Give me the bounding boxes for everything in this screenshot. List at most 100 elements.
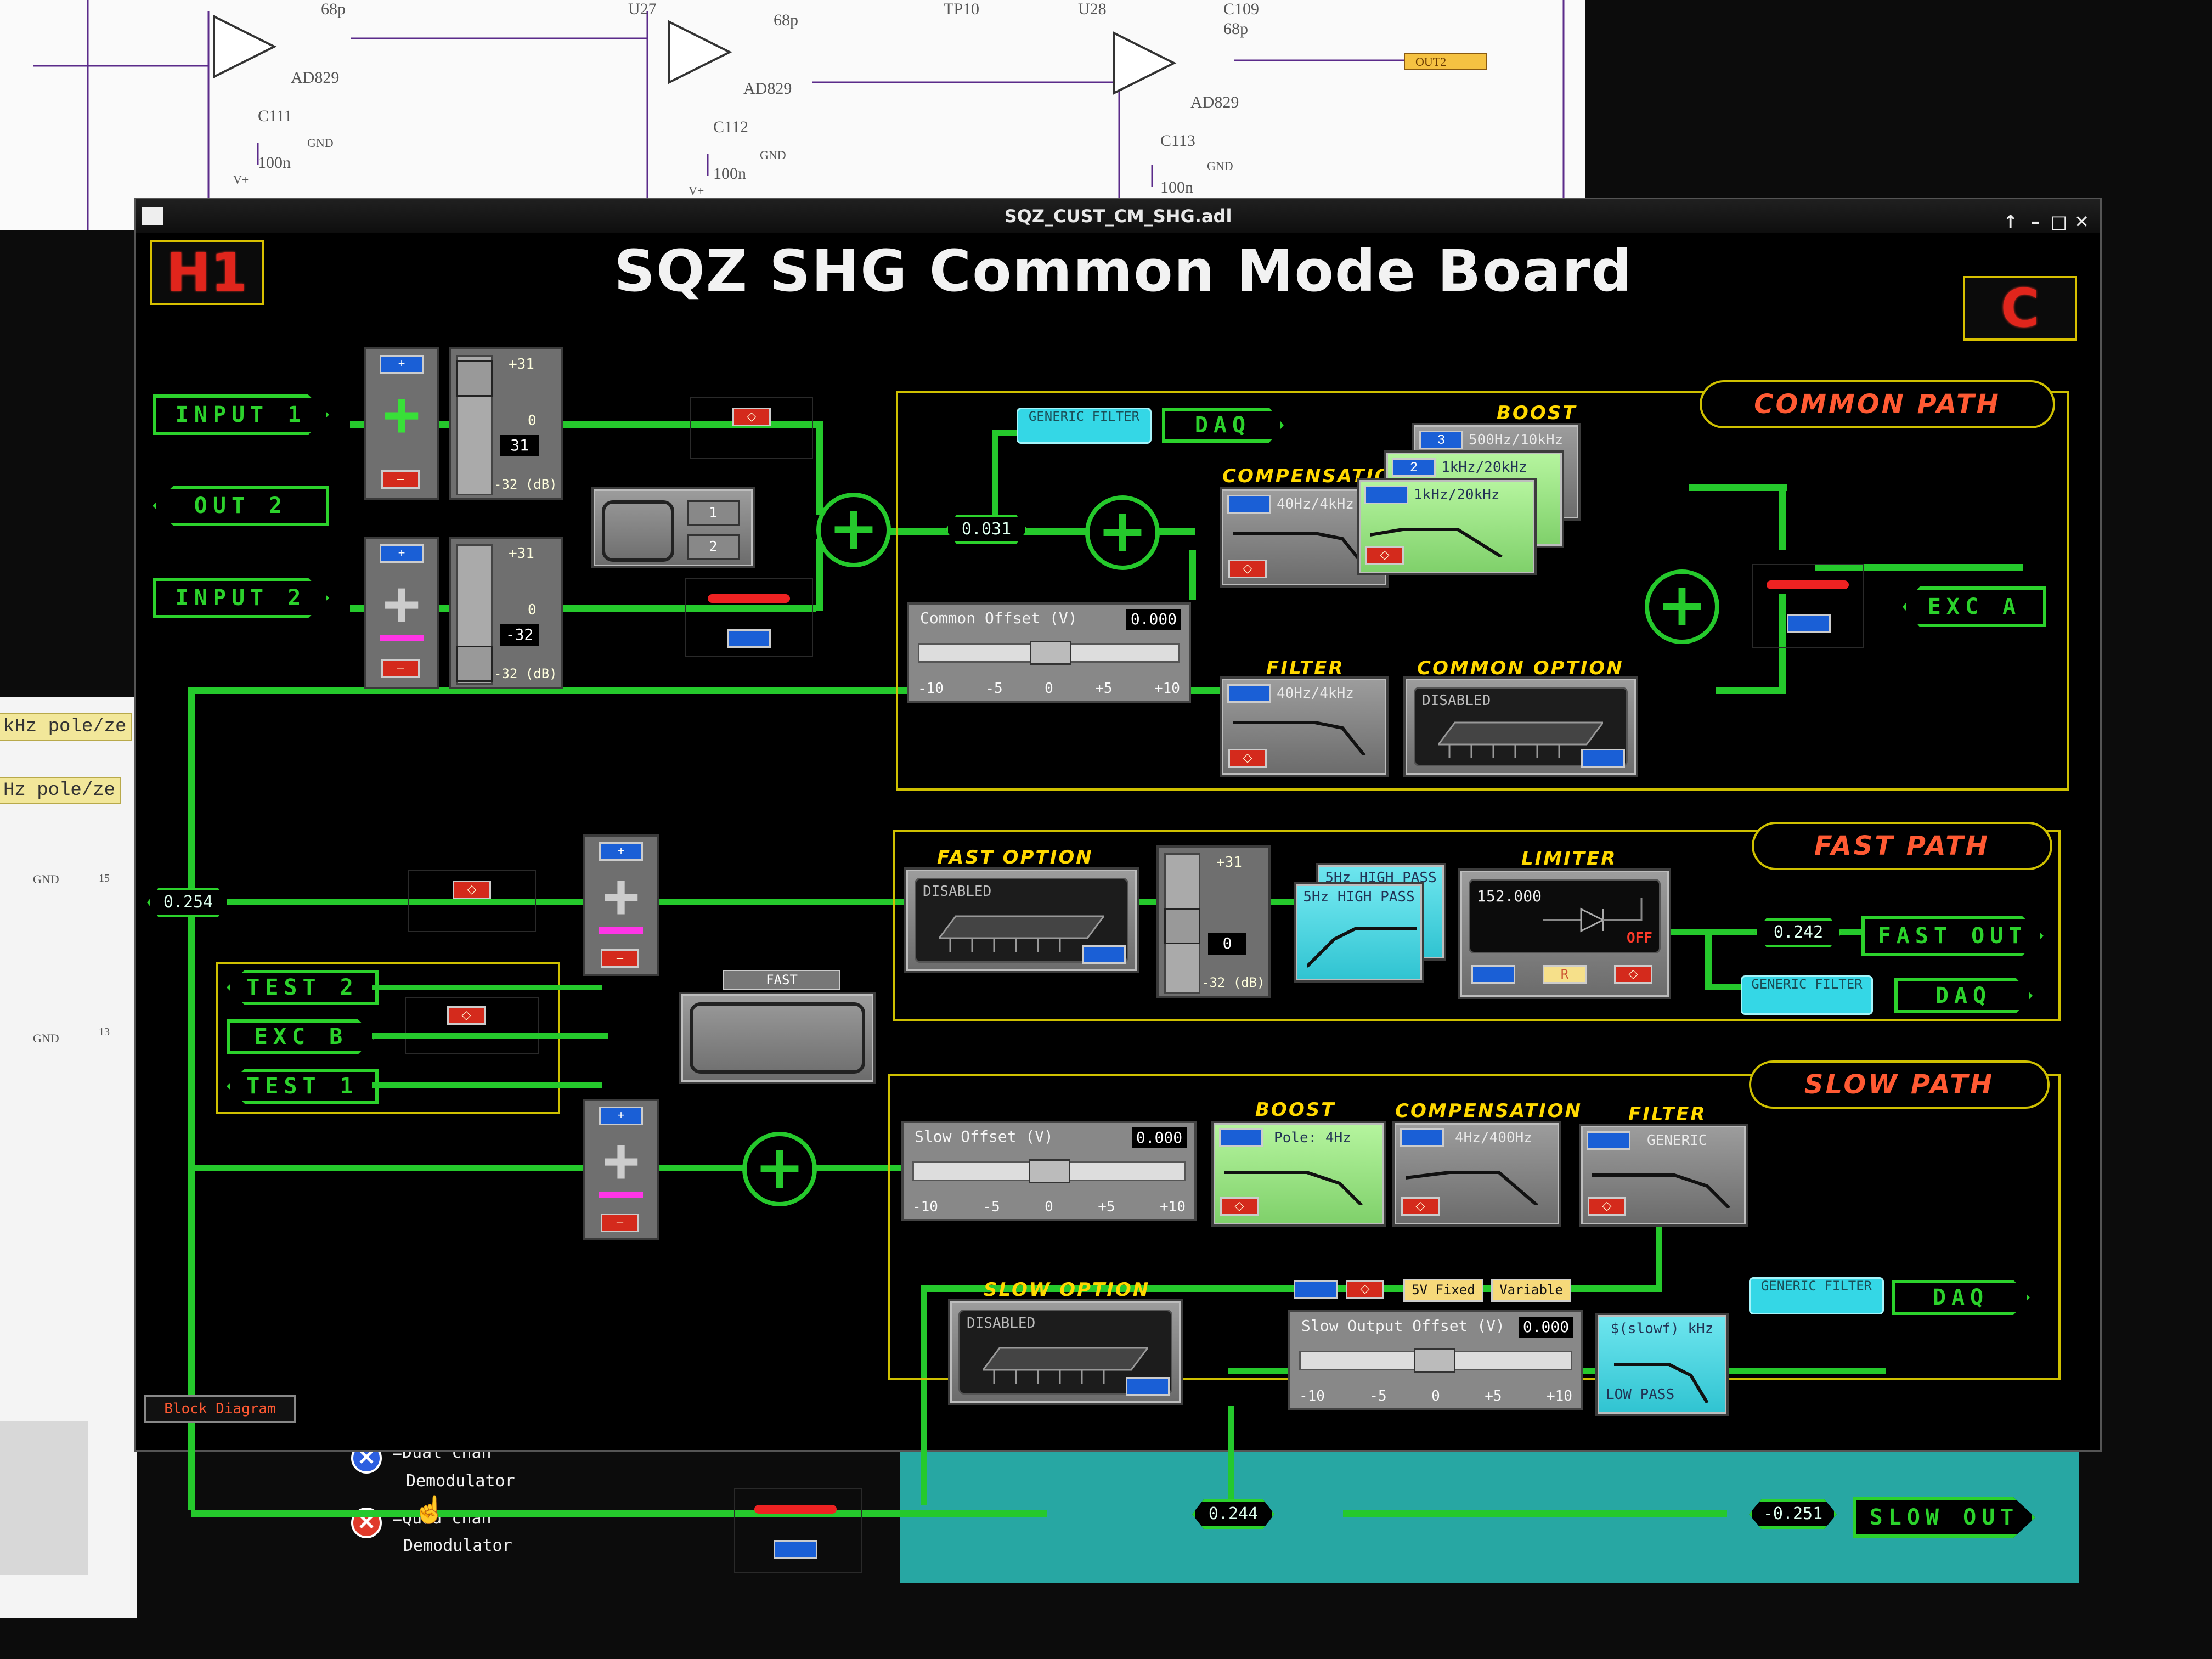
filter-toggle-button[interactable]: ◇: [1220, 1197, 1259, 1216]
limiter-module[interactable]: 152.000 OFF R ◇: [1458, 868, 1671, 999]
filter-toggle-button[interactable]: ◇: [1401, 1197, 1440, 1216]
exc-b-enable-button[interactable]: ◇: [447, 1006, 486, 1025]
option-enable-button[interactable]: [1082, 945, 1126, 964]
maximize-icon[interactable]: □: [2050, 211, 2067, 232]
lowpass-curve-icon: [1233, 532, 1366, 566]
option-enable-button[interactable]: [1581, 749, 1625, 768]
switch-2-button[interactable]: 2: [687, 534, 740, 560]
boost-stage-1[interactable]: 1kHz/20kHz ◇: [1357, 478, 1537, 575]
slider-knob[interactable]: [456, 646, 493, 682]
fast-switch-label[interactable]: FAST: [723, 970, 840, 990]
option-enable-button[interactable]: [1126, 1377, 1170, 1396]
window-menu-icon[interactable]: [142, 207, 163, 225]
slow-output-toggle-button[interactable]: ◇: [1346, 1280, 1384, 1299]
slow-output-offset-control[interactable]: Slow Output Offset (V) 0.000 -10 -5 0 +5…: [1288, 1310, 1583, 1410]
common-generic-filter[interactable]: GENERIC FILTER: [1017, 408, 1152, 444]
limiter-on-button[interactable]: [1471, 965, 1515, 984]
boost-stage-number[interactable]: [1364, 486, 1408, 504]
input1-enable-button[interactable]: ◇: [732, 408, 771, 426]
filter-on-button[interactable]: [1400, 1128, 1444, 1147]
input1-plus-button[interactable]: +: [380, 355, 424, 374]
common-offset-control[interactable]: Common Offset (V) 0.000 -10 -5 0 +5 +10: [907, 602, 1191, 703]
exc-b-label[interactable]: EXC B: [227, 1019, 376, 1054]
switch-1-button[interactable]: 1: [687, 500, 740, 526]
fast-option-module[interactable]: DISABLED: [904, 867, 1139, 973]
fixed-5v-button[interactable]: 5V Fixed: [1403, 1279, 1483, 1302]
slider-knob[interactable]: [1030, 641, 1071, 665]
test1-label[interactable]: TEST 1: [227, 1069, 379, 1104]
out2-label[interactable]: OUT 2: [153, 486, 329, 526]
slow-output-on-button[interactable]: [1294, 1280, 1338, 1299]
common-filter[interactable]: 40Hz/4kHz ◇: [1220, 676, 1389, 777]
fast-gain-slider[interactable]: +31 0 -32 (dB): [1156, 845, 1271, 998]
slider-knob[interactable]: [456, 360, 493, 397]
filter-on-button[interactable]: [1227, 495, 1271, 514]
input-switch[interactable]: 1 2: [591, 487, 755, 568]
wire: [1779, 594, 1786, 693]
slow-minus-button[interactable]: –: [601, 1214, 639, 1232]
slider-knob[interactable]: [1029, 1159, 1070, 1183]
limiter-toggle-button[interactable]: ◇: [1614, 965, 1652, 984]
boost-stage-number[interactable]: 2: [1392, 458, 1436, 477]
slow-offset-value[interactable]: 0.000: [1132, 1127, 1187, 1148]
input2-label[interactable]: INPUT 2: [153, 578, 329, 618]
exc-a-label[interactable]: EXC A: [1903, 586, 2046, 627]
common-offset-value[interactable]: 0.000: [1126, 609, 1181, 630]
schematic-label: OUT2: [1415, 55, 1447, 69]
slow-offset-control[interactable]: Slow Offset (V) 0.000 -10 -5 0 +5 +10: [901, 1121, 1197, 1221]
filter-on-button[interactable]: [1219, 1128, 1263, 1147]
filter-on-button[interactable]: [1587, 1131, 1630, 1150]
boost-stage-number[interactable]: 3: [1419, 431, 1463, 449]
filter-on-button[interactable]: [1227, 684, 1271, 703]
slow-out-label[interactable]: SLOW OUT: [1853, 1497, 2035, 1538]
input1-polarity[interactable]: + + –: [364, 347, 439, 500]
legend-quad-line2: Demodulator: [403, 1536, 512, 1555]
close-icon[interactable]: ✕: [2074, 211, 2089, 232]
slow-option-module[interactable]: DISABLED: [948, 1299, 1183, 1405]
fast-enable-button[interactable]: ◇: [453, 881, 491, 899]
slider-knob[interactable]: [1164, 908, 1200, 944]
minimize-icon[interactable]: –: [2031, 211, 2040, 232]
input1-minus-button[interactable]: –: [381, 470, 420, 489]
slow-plus-button[interactable]: +: [599, 1107, 643, 1125]
tick-label: -5: [983, 1199, 1000, 1215]
slider-knob[interactable]: [1414, 1348, 1455, 1373]
filter-toggle-button[interactable]: ◇: [1228, 560, 1267, 578]
slow-compensation-filter[interactable]: 4Hz/400Hz ◇: [1392, 1121, 1561, 1227]
window-up-icon[interactable]: ↑: [2003, 211, 2018, 232]
fast-out-label[interactable]: FAST OUT: [1861, 916, 2044, 956]
fast-minus-button[interactable]: –: [601, 949, 639, 968]
test2-label[interactable]: TEST 2: [227, 970, 379, 1005]
input2-polarity[interactable]: + + –: [364, 537, 439, 689]
filter-toggle-button[interactable]: ◇: [1365, 546, 1404, 565]
slow-output-offset-value[interactable]: 0.000: [1519, 1317, 1573, 1338]
slow-bypass-button[interactable]: [774, 1540, 817, 1559]
slow-filter[interactable]: GENERIC ◇: [1579, 1124, 1748, 1227]
test-switch[interactable]: [679, 992, 876, 1084]
limiter-reset-button[interactable]: R: [1543, 965, 1587, 984]
fast-generic-filter[interactable]: GENERIC FILTER: [1741, 975, 1873, 1015]
common-daq-label[interactable]: DAQ: [1162, 408, 1284, 443]
slow-generic-filter[interactable]: GENERIC FILTER: [1749, 1277, 1884, 1314]
slow-polarity[interactable]: + + –: [583, 1099, 659, 1240]
filter-toggle-button[interactable]: ◇: [1228, 749, 1267, 768]
window-titlebar[interactable]: SQZ_CUST_CM_SHG.adl ↑ – □ ✕: [136, 199, 2100, 233]
slow-daq-label[interactable]: DAQ: [1892, 1280, 2030, 1315]
fast-highpass-filter[interactable]: 5Hz HIGH PASS: [1294, 882, 1424, 983]
input2-minus-button[interactable]: –: [381, 659, 420, 678]
input2-enable-button[interactable]: [727, 629, 771, 648]
exc-a-enable-button[interactable]: [1787, 614, 1831, 633]
common-option-module[interactable]: DISABLED: [1403, 676, 1638, 777]
filter-toggle-button[interactable]: ◇: [1588, 1197, 1626, 1216]
slow-boost-filter[interactable]: Pole: 4Hz ◇: [1211, 1121, 1386, 1227]
input1-gain-slider[interactable]: +31 0 31 -32 (dB): [449, 347, 563, 500]
input2-plus-button[interactable]: +: [380, 544, 424, 563]
fast-plus-button[interactable]: +: [599, 842, 643, 861]
input1-label[interactable]: INPUT 1: [153, 394, 329, 435]
fast-polarity[interactable]: + + –: [583, 834, 659, 976]
input2-gain-slider[interactable]: +31 0 -32 -32 (dB): [449, 537, 563, 689]
block-diagram-button[interactable]: Block Diagram: [144, 1395, 296, 1423]
fast-daq-label[interactable]: DAQ: [1894, 978, 2033, 1013]
variable-button[interactable]: Variable: [1491, 1279, 1571, 1302]
slow-lowpass-filter[interactable]: $(slowf) kHz LOW PASS: [1595, 1313, 1729, 1416]
